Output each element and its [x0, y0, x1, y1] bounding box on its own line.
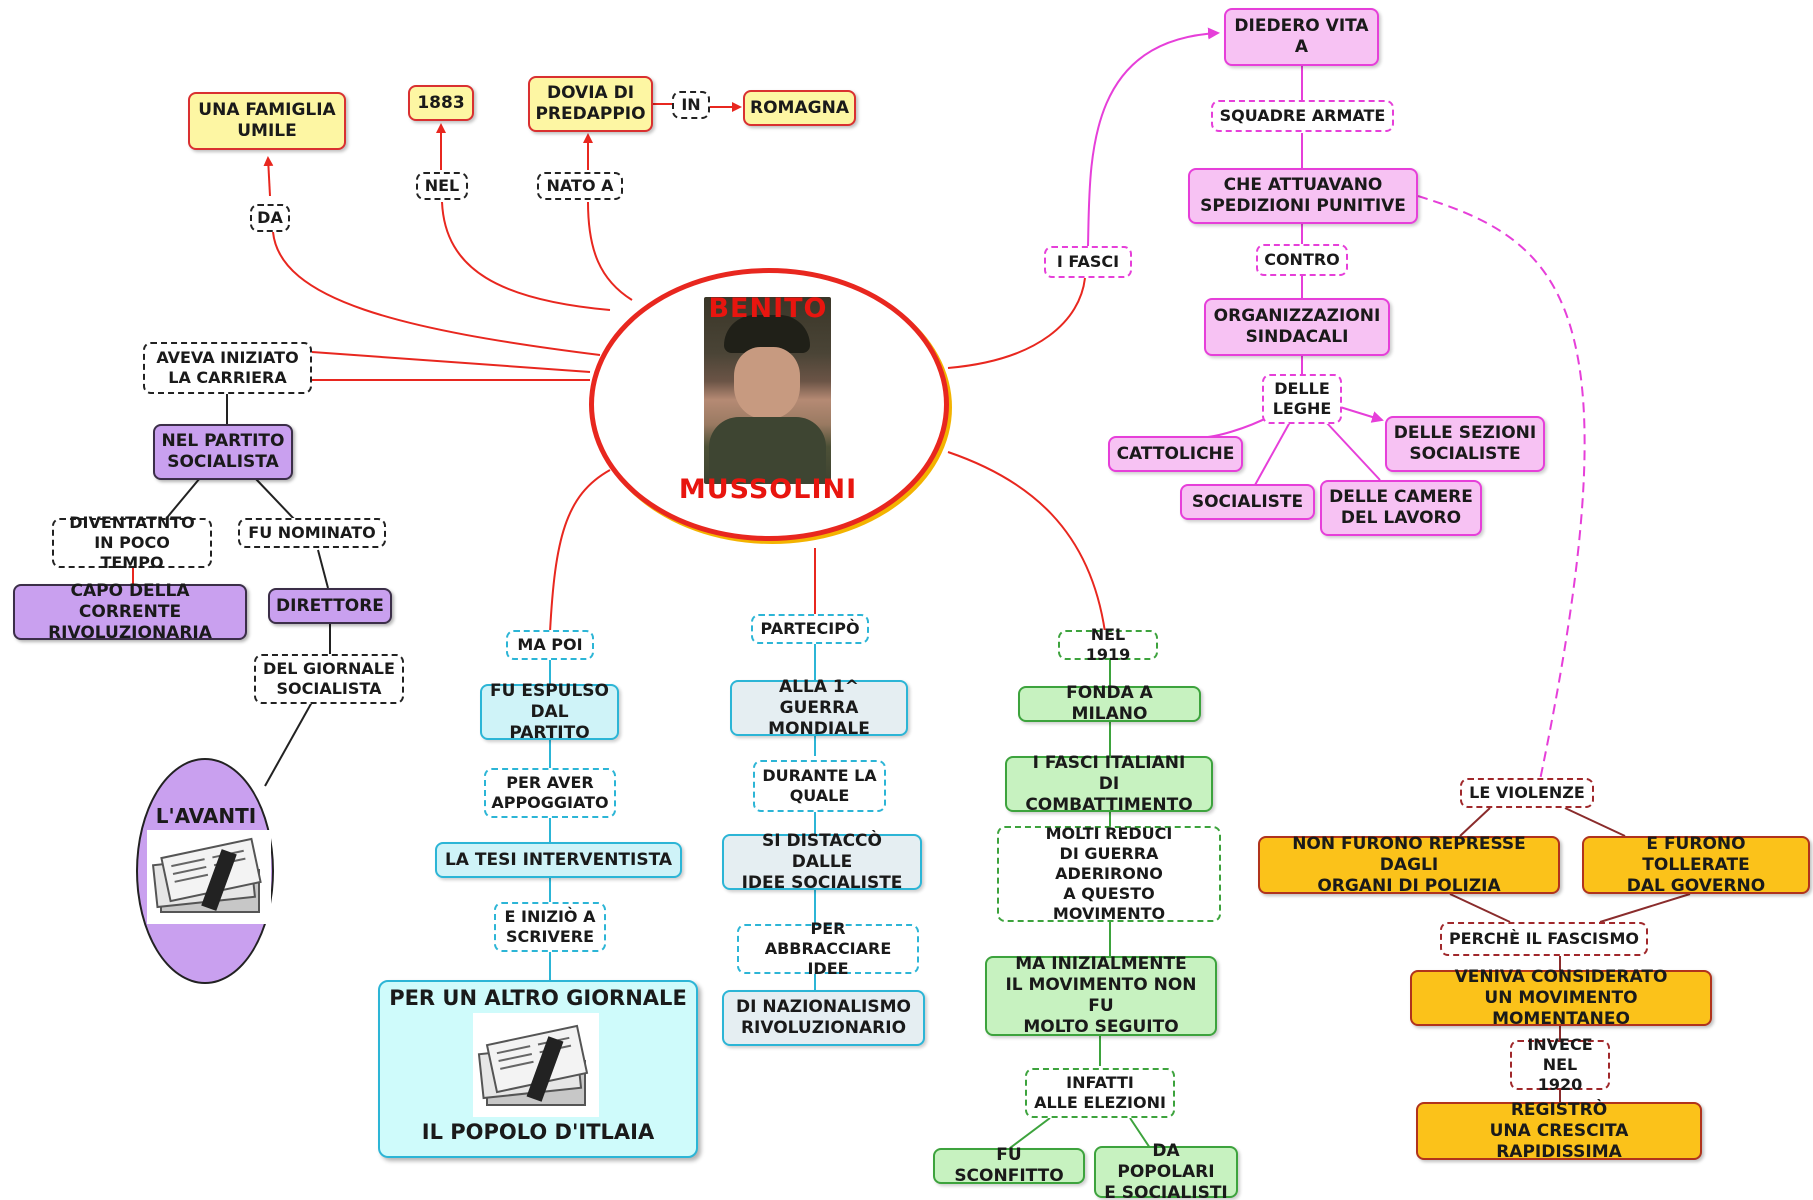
link-center-nel — [441, 201, 611, 311]
label-perche-il-fascismo: PERCHÈ IL FASCISMO — [1440, 922, 1648, 956]
node-non-furono-represse: NON FURONO REPRESSE DAGLI ORGANI DI POLI… — [1258, 834, 1560, 896]
link-leghe-socialiste — [1254, 421, 1291, 486]
node-capo-della-corrente-rivoluzionaria: CAPO DELLA CORRENTE RIVOLUZIONARIA — [13, 581, 247, 643]
node-registro-una-crescita: REGISTRÒ UNA CRESCITA RAPIDISSIMA — [1416, 1100, 1702, 1162]
node-romagna: ROMAGNA — [743, 90, 856, 126]
portrait-photo — [704, 297, 831, 484]
link-repressa-perche — [1449, 893, 1511, 923]
label-squadre-armate: SQUADRE ARMATE — [1211, 100, 1394, 132]
link-violenze-repressa — [1459, 807, 1491, 837]
label-ma-poi: MA POI — [506, 630, 594, 660]
node-1883: 1883 — [408, 85, 474, 121]
label-delle-leghe: DELLE LEGHE — [1262, 374, 1342, 424]
newspaper-icon — [473, 1013, 599, 1117]
node-e-furono-tollerate: E FURONO TOLLERATE DAL GOVERNO — [1582, 834, 1810, 896]
label-fu-nominato: FU NOMINATO — [238, 518, 386, 548]
link-giornale-avanti — [264, 701, 313, 787]
altro-giornale-title: PER UN ALTRO GIORNALE — [389, 986, 687, 1010]
node-delle-sezioni-socialiste: DELLE SEZIONI SOCIALISTE — [1385, 416, 1545, 472]
label-contro: CONTRO — [1256, 244, 1348, 276]
label-in: IN — [672, 91, 710, 119]
label-le-violenze: LE VIOLENZE — [1460, 778, 1594, 808]
node-fu-espulso-dal-partito: FU ESPULSO DAL PARTITO — [480, 681, 619, 743]
portrait-cap — [724, 315, 810, 353]
link-attuavano-violenze — [1417, 195, 1586, 781]
link-ifasci-diedero — [1087, 27, 1220, 247]
node-delle-camere-del-lavoro: DELLE CAMERE DEL LAVORO — [1320, 480, 1482, 536]
label-per-abbracciare-idee: PER ABBRACCIARE IDEE — [737, 919, 919, 978]
link-leghe-sezioni — [1339, 406, 1384, 423]
link-center-ifasci — [947, 277, 1086, 369]
node-da-popolari-e-socialisti: DA POPOLARI E SOCIALISTI — [1094, 1141, 1238, 1200]
node-nel-partito-socialista: NEL PARTITO SOCIALISTA — [153, 424, 293, 480]
link-da-famiglia — [263, 156, 274, 197]
node-direttore: DIRETTORE — [268, 588, 392, 624]
node-alla-1-guerra-mondiale: ALLA 1^ GUERRA MONDIALE — [730, 677, 908, 739]
popolo-italia-title: IL POPOLO D'ITLAIA — [421, 1120, 655, 1144]
node-si-distacco-dalle-idee-socialiste: SI DISTACCÒ DALLE IDEE SOCIALISTE — [722, 831, 922, 893]
label-e-inizio-a-scrivere: E INIZIÒ A SCRIVERE — [494, 902, 606, 952]
node-veniva-considerato: VENIVA CONSIDERATO UN MOVIMENTO MOMENTAN… — [1410, 967, 1712, 1029]
label-nato-a: NATO A — [537, 172, 623, 200]
node-diedero-vita-a: DIEDERO VITA A — [1224, 8, 1379, 66]
label-partecipo: PARTECIPÒ — [751, 614, 869, 644]
node-dovia-di-predappio: DOVIA DI PREDAPPIO — [528, 76, 653, 132]
node-organizzazioni-sindacali: ORGANIZZAZIONI SINDACALI — [1204, 298, 1390, 356]
node-socialiste: SOCIALISTE — [1180, 484, 1315, 520]
newspaper-icon — [147, 830, 271, 924]
label-nel: NEL — [416, 172, 468, 200]
label-durante-la-quale: DURANTE LA QUALE — [753, 760, 886, 812]
link-center-nel1919 — [947, 451, 1106, 633]
link-partito-nominato — [254, 477, 296, 521]
avanti-title: L'AVANTI — [155, 804, 257, 828]
link-infatti-popolari — [1129, 1117, 1151, 1149]
node-cattoliche: CATTOLICHE — [1108, 436, 1243, 472]
link-infatti-sconfitto — [1009, 1117, 1051, 1149]
link-partito-diventato — [164, 477, 201, 521]
label-aveva-iniziato-la-carriera: AVEVA INIZIATO LA CARRIERA — [143, 342, 312, 394]
node-fonda-a-milano: FONDA A MILANO — [1018, 683, 1201, 724]
label-nel-1919: NEL 1919 — [1058, 625, 1158, 664]
link-leghe-camere — [1325, 421, 1381, 481]
link-violenze-tollerate — [1564, 807, 1626, 837]
link-center-mapoi — [549, 469, 611, 633]
center-name-bottom: MUSSOLINI — [678, 474, 858, 505]
label-i-fasci: I FASCI — [1044, 246, 1132, 278]
node-che-attuavano-spedizioni-punitive: CHE ATTUAVANO SPEDIZIONI PUNITIVE — [1188, 168, 1418, 224]
link-center-da — [272, 231, 601, 356]
label-diventatnto-in-poco-tempo: DIVENTATNTO IN POCO TEMPO — [52, 513, 212, 572]
label-per-aver-appoggiato: PER AVER APPOGGIATO — [484, 768, 616, 818]
label-del-giornale-socialista: DEL GIORNALE SOCIALISTA — [254, 654, 404, 704]
portrait-face — [734, 347, 800, 419]
label-molti-reduci: MOLTI REDUCI DI GUERRA ADERIRONO A QUEST… — [997, 824, 1221, 923]
node-fu-sconfitto: FU SCONFITTO — [933, 1145, 1085, 1186]
node-la-tesi-interventista: LA TESI INTERVENTISTA — [435, 842, 682, 878]
portrait-uniform — [709, 417, 826, 484]
center-name-top: BENITO — [708, 293, 828, 324]
link-center-carriera-1 — [311, 351, 591, 373]
link-center-natoa — [587, 201, 633, 301]
node-una-famiglia-umile: UNA FAMIGLIA UMILE — [188, 92, 346, 150]
node-i-fasci-italiani-di-combattimento: I FASCI ITALIANI DI COMBATTIMENTO — [1005, 753, 1213, 815]
link-nominato-direttore — [317, 549, 329, 589]
node-di-nazionalismo-rivoluzionario: DI NAZIONALISMO RIVOLUZIONARIO — [722, 990, 925, 1046]
label-infatti-alle-elezioni: INFATTI ALLE ELEZIONI — [1025, 1068, 1175, 1118]
link-tollerate-perche — [1599, 893, 1691, 923]
node-ma-inizialmente: MA INIZIALMENTE IL MOVIMENTO NON FU MOLT… — [985, 954, 1217, 1037]
label-invece-nel-1920: INVECE NEL 1920 — [1510, 1035, 1610, 1094]
label-da: DA — [250, 204, 290, 232]
